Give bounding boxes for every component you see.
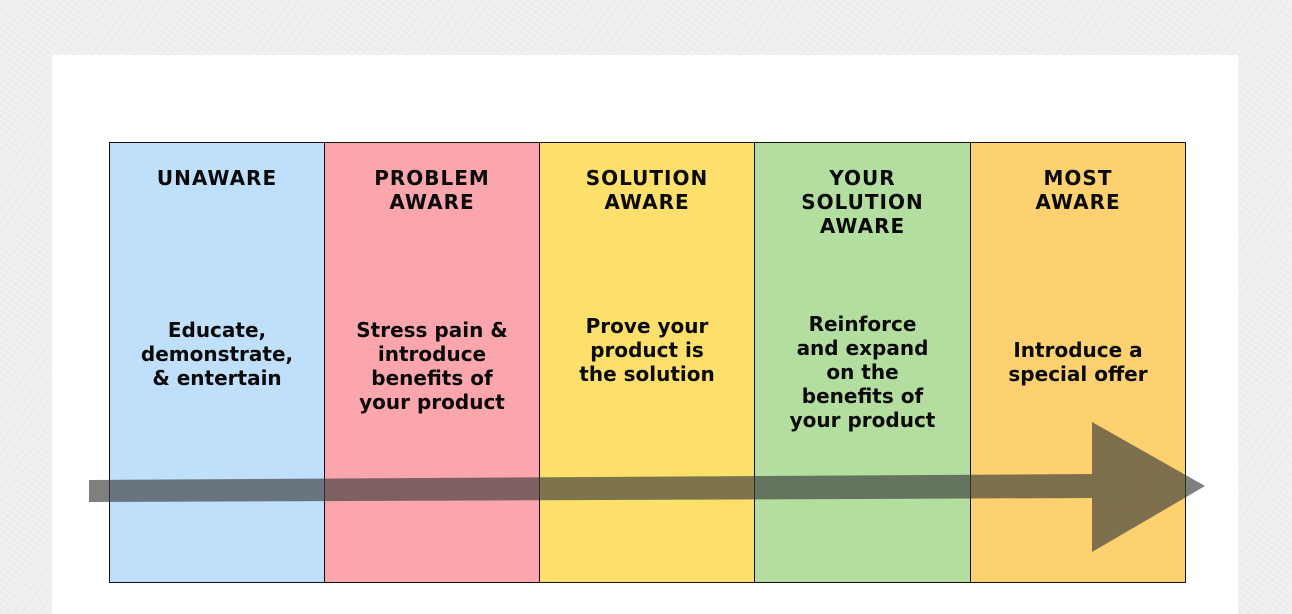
stage-description: Prove your product is the solution <box>579 314 715 386</box>
stage-problem-aware: PROBLEM AWARE Stress pain & introduce be… <box>324 142 540 583</box>
stage-most-aware: MOST AWARE Introduce a special offer <box>970 142 1186 583</box>
stage-title: UNAWARE <box>156 166 278 190</box>
stage-title: MOST AWARE <box>1035 166 1121 214</box>
stage-description: Stress pain & introduce benefits of your… <box>356 318 508 414</box>
stage-description: Educate, demonstrate, & entertain <box>140 318 294 390</box>
stage-title: YOUR SOLUTION AWARE <box>801 166 924 238</box>
stage-title: PROBLEM AWARE <box>374 166 490 214</box>
stage-description: Reinforce and expand on the benefits of … <box>789 312 936 432</box>
stage-title: SOLUTION AWARE <box>585 166 709 214</box>
stage-unaware: UNAWARE Educate, demonstrate, & entertai… <box>109 142 325 583</box>
stage-description: Introduce a special offer <box>1008 338 1148 386</box>
stage-solution-aware: SOLUTION AWARE Prove your product is the… <box>539 142 755 583</box>
stage-your-solution-aware: YOUR SOLUTION AWARE Reinforce and expand… <box>754 142 971 583</box>
